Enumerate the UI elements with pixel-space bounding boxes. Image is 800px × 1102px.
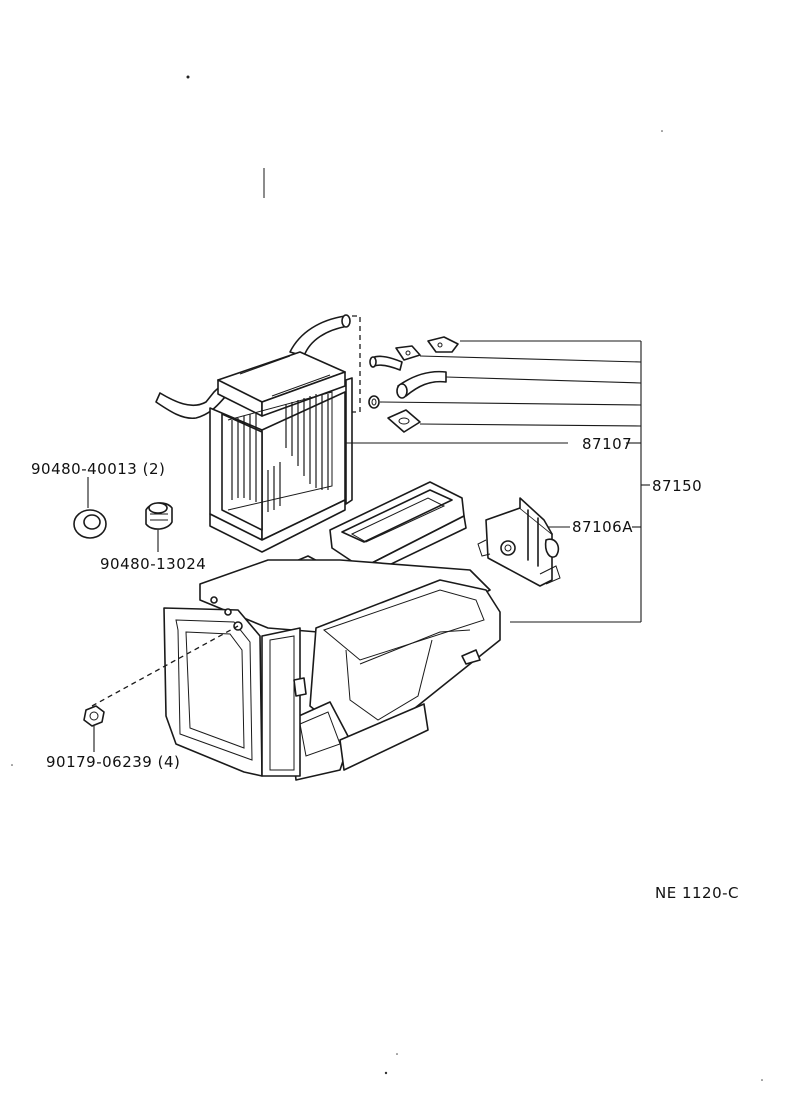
scan-specks bbox=[11, 75, 763, 1081]
part-label-87150: 87150 bbox=[652, 477, 703, 495]
part-label-90179-06239: 90179-06239 (4) bbox=[46, 753, 181, 771]
clamp-set bbox=[352, 315, 459, 433]
part-label-90480-40013: 90480-40013 (2) bbox=[31, 460, 166, 478]
radiator-fins bbox=[231, 394, 329, 512]
plug-part bbox=[145, 502, 173, 552]
heater-case bbox=[163, 481, 501, 781]
grommet-part bbox=[73, 477, 107, 539]
servo-motor bbox=[477, 497, 561, 587]
assembly-bracket bbox=[345, 340, 650, 623]
nut-part bbox=[83, 705, 105, 752]
part-label-90480-13024: 90480-13024 bbox=[100, 555, 207, 573]
part-label-87106A: 87106A bbox=[572, 518, 633, 536]
heater-radiator-core bbox=[155, 314, 353, 553]
diagram-code: NE 1120-C bbox=[655, 884, 740, 902]
part-label-87107: 87107 bbox=[582, 435, 633, 453]
screw-dashed-guide bbox=[91, 625, 239, 707]
